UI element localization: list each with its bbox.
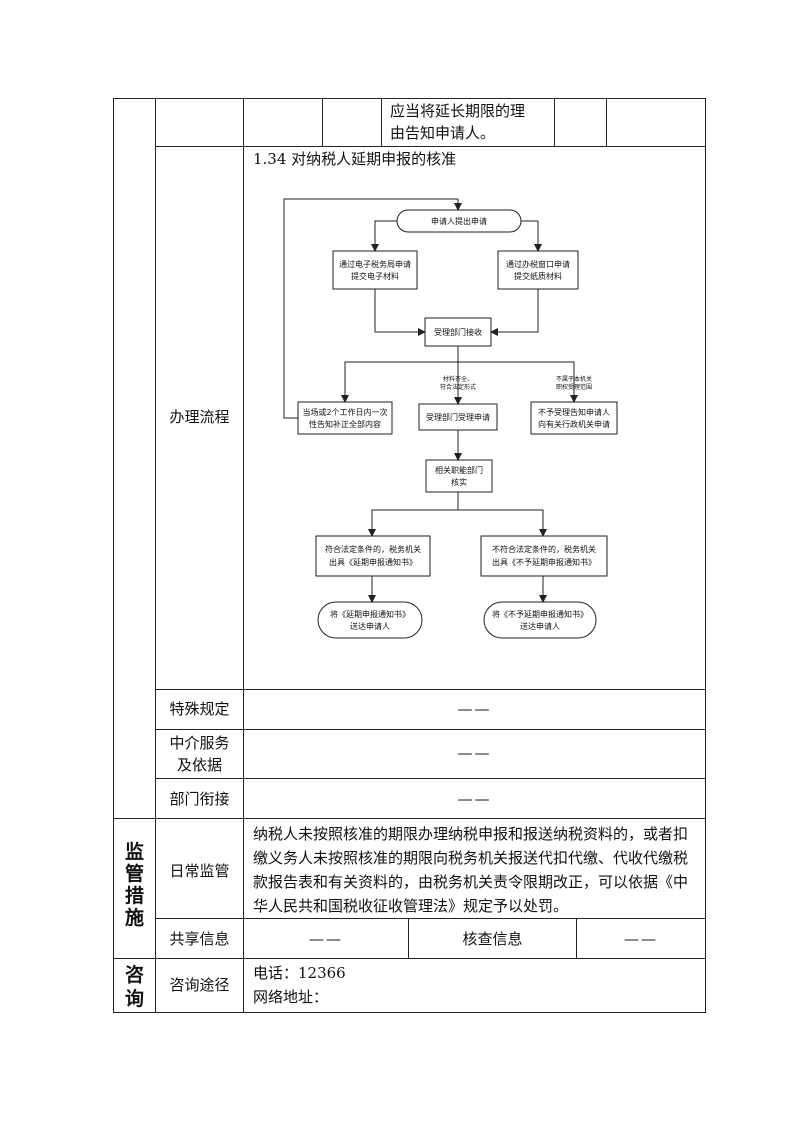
section-title: 1.34 对纳税人延期申报的核准: [253, 150, 457, 168]
section-divider-1: [113, 818, 706, 819]
table-bottom-border: [113, 1012, 706, 1013]
agency-label-line2: 及依据: [176, 756, 222, 774]
section-divider-2: [113, 958, 706, 959]
flow-accept-text: 受理部门受理申请: [426, 412, 490, 422]
flow-cond-right-text-2: 职权受理范围: [556, 383, 592, 391]
flow-cond-mid-text-1: 材料齐全、: [443, 375, 473, 383]
consult-web: 网络地址：: [253, 988, 329, 1006]
flow-ok-end-text-2: 送达申请人: [350, 621, 390, 631]
daily-supervision-label: 日常监管: [169, 862, 230, 880]
flow-window-text-2: 提交纸质材料: [514, 271, 562, 281]
top-row-divider-3: [554, 98, 555, 146]
group-column-divider: [155, 98, 156, 1013]
table-top-border: [113, 98, 706, 99]
table-left-border: [113, 98, 114, 1013]
flow-no-text-1: 不符合法定条件的，税务机关: [492, 544, 596, 554]
row-divider-5: [155, 918, 706, 919]
flow-electronic-text-2: 提交电子材料: [351, 271, 399, 281]
flow-reject-box: [530, 401, 618, 435]
flow-ok-text-1: 符合法定条件的，税务机关: [325, 544, 421, 554]
consult-phone: 电话：12366: [253, 964, 346, 982]
flow-window-box: [497, 250, 579, 290]
row-divider-4: [155, 778, 706, 779]
flow-notify-text-1: 当场或2个工作日内一次: [302, 407, 387, 417]
shared-check-divider-1: [408, 918, 409, 958]
flow-no-end-node: [483, 601, 597, 639]
flow-verify-box: [425, 459, 493, 493]
dept-label: 部门衔接: [169, 790, 230, 808]
flow-verify-text-1: 相关职能部门: [435, 465, 483, 475]
agency-value: ——: [457, 744, 492, 762]
top-row-divider-4: [606, 98, 607, 146]
flow-reject-text-1: 不予受理告知申请人: [538, 407, 610, 417]
flow-cond-right-text-1: 不属于本机关: [556, 375, 592, 383]
flow-no-end-text-1: 将《不予延期申报通知书》: [492, 609, 588, 619]
label-column-divider: [243, 98, 244, 1013]
row-divider-2: [155, 689, 706, 690]
flow-ok-end-node: [317, 601, 423, 639]
flow-electronic-box: [332, 250, 418, 290]
shared-info-label: 共享信息: [169, 930, 230, 948]
row-divider-3: [155, 729, 706, 730]
consult-group-char-1: 咨: [124, 964, 144, 986]
flow-receive-text: 受理部门接收: [434, 327, 482, 337]
supervision-group-char-3: 措: [124, 885, 144, 907]
flow-cond-mid-text-2: 符合法定形式: [440, 383, 476, 391]
shared-info-value: ——: [309, 930, 343, 948]
top-row-text-line2: 由告知申请人。: [390, 124, 496, 142]
flow-ok-text-2: 出具《延期申报通知书》: [329, 557, 417, 567]
row-divider-1: [155, 146, 706, 147]
dept-value: ——: [457, 790, 492, 808]
flow-ok-box: [315, 535, 431, 577]
flow-electronic-text-1: 通过电子税务局申请: [339, 259, 411, 269]
flow-no-end-text-2: 送达申请人: [520, 621, 560, 631]
special-value: ——: [457, 700, 492, 718]
consult-group-char-2: 询: [124, 988, 144, 1010]
process-label: 办理流程: [169, 408, 230, 426]
flow-no-box: [480, 535, 608, 577]
check-info-value: ——: [624, 930, 658, 948]
flow-window-text-1: 通过办税窗口申请: [506, 259, 570, 269]
daily-supervision-text: 纳税人未按照核准的期限办理纳税申报和报送纳税资料的，或者扣缴义务人未按照核准的期…: [253, 825, 689, 915]
shared-check-divider-2: [576, 918, 577, 958]
flow-notify-box: [297, 401, 393, 435]
top-row-divider-2: [381, 98, 382, 146]
table-right-border: [705, 98, 706, 1013]
supervision-group-char-1: 监: [124, 841, 144, 863]
top-row-divider-1: [322, 98, 323, 146]
agency-label-line1: 中介服务: [169, 734, 230, 752]
consult-label: 咨询途径: [169, 976, 230, 994]
flow-start-text: 申请人提出申请: [431, 216, 487, 226]
flow-ok-end-text-1: 将《延期申报通知书》: [330, 609, 410, 619]
check-info-label: 核查信息: [462, 930, 523, 948]
top-row-text-line1: 应当将延长期限的理: [390, 102, 526, 120]
supervision-group-char-4: 施: [124, 907, 144, 929]
flow-no-text-2: 出具《不予延期申报通知书》: [492, 557, 596, 567]
special-label: 特殊规定: [169, 700, 230, 718]
flow-notify-text-2: 性告知补正全部内容: [309, 419, 381, 429]
supervision-group-char-2: 管: [124, 863, 144, 885]
flow-reject-text-2: 向有关行政机关申请: [538, 419, 610, 429]
flow-verify-text-2: 核实: [451, 477, 467, 487]
